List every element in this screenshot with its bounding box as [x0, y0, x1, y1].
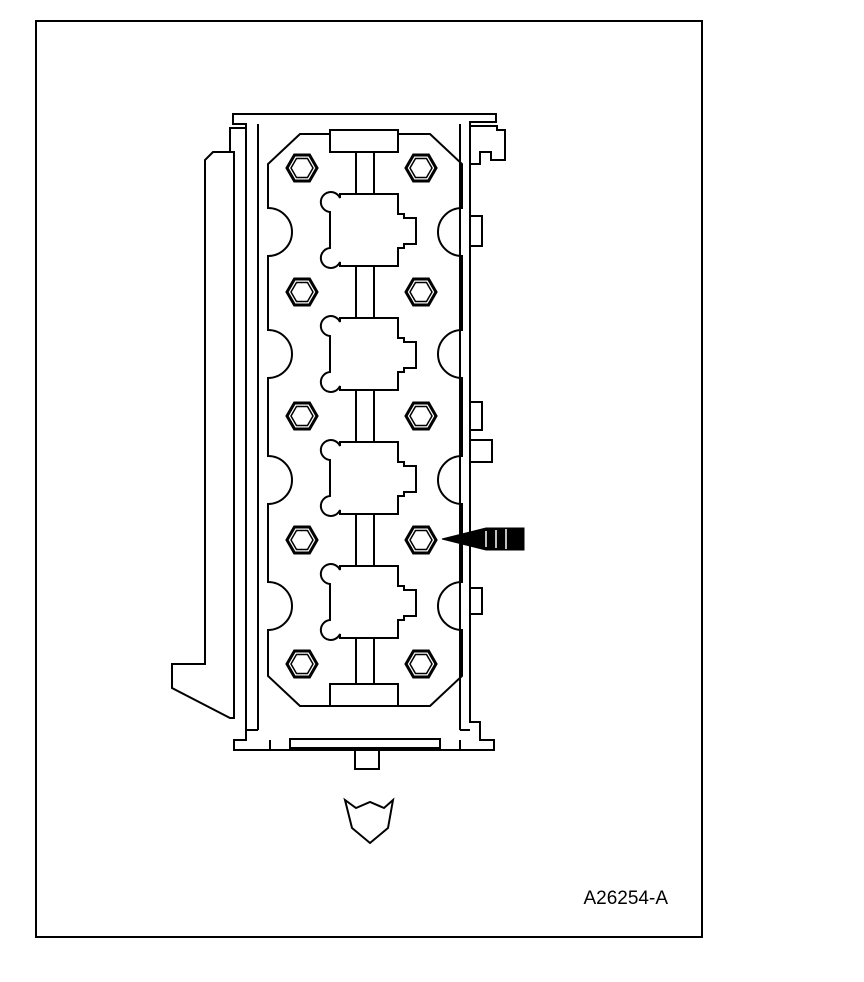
head-bolts	[285, 153, 438, 679]
head-bottom-step	[246, 729, 470, 750]
hex-bolt-icon	[404, 277, 438, 307]
hex-bolt-icon	[285, 525, 319, 555]
bearing-cap	[319, 563, 417, 641]
hex-bolt-icon	[404, 153, 438, 183]
bearing-cap	[319, 439, 417, 517]
shaft-stub	[354, 749, 380, 770]
top-cam-cap	[329, 129, 399, 153]
bearing-caps	[319, 191, 417, 641]
hex-bolt-icon	[285, 649, 319, 679]
arrow-left-icon	[441, 527, 525, 551]
hex-bolt-icon	[285, 277, 319, 307]
figure-id-label: A26254-A	[583, 888, 668, 909]
figure-frame	[35, 20, 703, 938]
bearing-cap	[319, 315, 417, 393]
hex-bolt-icon	[404, 649, 438, 679]
hex-bolt-icon	[285, 153, 319, 183]
gasket-outline	[267, 133, 463, 707]
left-manifold-tab	[229, 127, 247, 152]
hex-bolt-icon	[404, 525, 438, 555]
right-boss-3	[470, 439, 493, 463]
hex-bolt-icon	[285, 401, 319, 431]
right-boss-4	[470, 587, 483, 615]
bearing-cap	[319, 191, 417, 269]
chevron-down-icon	[343, 797, 395, 845]
right-boss-1	[470, 215, 483, 247]
right-boss-top	[470, 125, 506, 165]
hex-bolt-icon	[404, 401, 438, 431]
bottom-cam-cap	[329, 683, 399, 707]
bottom-plate	[289, 738, 441, 749]
left-manifold	[171, 151, 235, 719]
head-body	[232, 113, 497, 751]
arrow-left-icon-texture	[485, 529, 507, 549]
right-boss-2	[470, 401, 483, 431]
